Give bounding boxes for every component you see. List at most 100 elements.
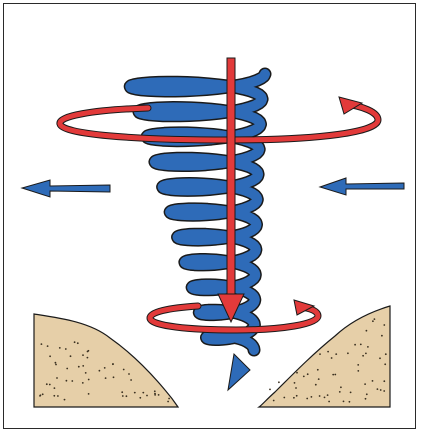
vortex-spiral: [130, 74, 265, 390]
sand-dot: [55, 364, 57, 366]
sand-dot: [123, 369, 125, 371]
sand-dot: [331, 357, 333, 359]
sand-dot: [88, 379, 90, 381]
sand-dot: [357, 370, 359, 372]
sand-dot: [87, 357, 89, 359]
sand-dot: [121, 391, 123, 393]
sand-dot: [71, 380, 73, 382]
sand-dot: [134, 392, 136, 394]
sand-dot: [349, 401, 351, 403]
sand-dot: [53, 395, 55, 397]
sand-dot: [74, 341, 76, 343]
sand-dot: [318, 378, 320, 380]
sand-dot: [41, 343, 43, 345]
sand-dot: [328, 401, 330, 403]
sand-dot: [384, 363, 386, 365]
inflow-arrow-left: [22, 180, 110, 197]
sand-dot: [113, 376, 115, 378]
sand-dot: [154, 394, 156, 396]
sand-dot: [87, 351, 89, 353]
sand-dot: [142, 392, 144, 394]
sand-dot: [269, 389, 271, 391]
sand-dot: [306, 398, 308, 400]
sand-dot: [85, 372, 87, 374]
sand-dot: [47, 345, 49, 347]
sand-dot: [70, 355, 72, 357]
sand-mound-right: [259, 306, 390, 407]
sand-dot: [296, 372, 298, 374]
sand-dot: [55, 362, 57, 364]
sand-mound-left: [34, 314, 178, 407]
spiral-tail-arrow: [228, 354, 250, 390]
sand-dot: [283, 397, 285, 399]
sand-dot: [332, 374, 334, 376]
sand-dot: [293, 397, 295, 399]
sand-dot: [40, 394, 42, 396]
sand-dot: [158, 394, 160, 396]
sand-dot: [317, 369, 319, 371]
sand-dot: [56, 377, 58, 379]
sand-dot: [324, 397, 326, 399]
sand-dot: [315, 384, 317, 386]
sand-dot: [340, 386, 342, 388]
sand-dot: [104, 367, 106, 369]
sand-dot: [383, 390, 385, 392]
sand-dot: [343, 401, 345, 403]
sand-dot: [383, 324, 385, 326]
sand-dot: [367, 346, 369, 348]
sand-dot: [82, 354, 84, 356]
sand-dot: [374, 318, 376, 320]
sand-dot: [66, 380, 68, 382]
sand-dot: [154, 390, 156, 392]
sand-dot: [362, 355, 364, 357]
sand-dot: [105, 377, 107, 379]
sand-dot: [65, 348, 67, 350]
sand-dot: [319, 353, 321, 355]
sand-dot: [99, 370, 101, 372]
sand-dot: [82, 365, 84, 367]
sand-dot: [364, 383, 366, 385]
sand-dot: [365, 398, 367, 400]
sand-dot: [366, 393, 368, 395]
sand-dot: [54, 387, 56, 389]
sand-dot: [294, 382, 296, 384]
sand-dot: [303, 376, 305, 378]
sand-dot: [319, 395, 321, 397]
sand-dot: [42, 393, 44, 395]
sand-dot: [385, 353, 387, 355]
sand-dot: [357, 364, 359, 366]
sand-dot: [128, 373, 130, 375]
sand-dot: [354, 344, 356, 346]
sand-dot: [327, 351, 329, 353]
sand-dot: [339, 391, 341, 393]
sand-dot: [381, 335, 383, 337]
sand-dot: [360, 344, 362, 346]
sand-dot: [88, 393, 90, 395]
sand-dot: [278, 381, 280, 383]
sand-dot: [146, 395, 148, 397]
sand-dot: [139, 397, 141, 399]
sand-dot: [383, 380, 385, 382]
sand-dot: [126, 395, 128, 397]
sand-dot: [49, 355, 51, 357]
sand-dot: [168, 398, 170, 400]
sand-dot: [130, 379, 132, 381]
sand-dot: [347, 352, 349, 354]
sand-dot: [377, 388, 379, 390]
sand-dot: [66, 368, 68, 370]
sand-dot: [366, 330, 368, 332]
sand-dot: [365, 353, 367, 355]
sand-dot: [372, 320, 374, 322]
sand-dot: [49, 384, 51, 386]
sand-dot: [273, 400, 275, 402]
sand-dot: [122, 395, 124, 397]
sand-dot: [327, 394, 329, 396]
sand-dot: [380, 389, 382, 391]
sand-dot: [295, 387, 297, 389]
sand-dot: [77, 342, 79, 344]
sand-dot: [372, 380, 374, 382]
sand-dot: [112, 363, 114, 365]
sand-dot: [64, 399, 66, 401]
sand-dot: [78, 366, 80, 368]
